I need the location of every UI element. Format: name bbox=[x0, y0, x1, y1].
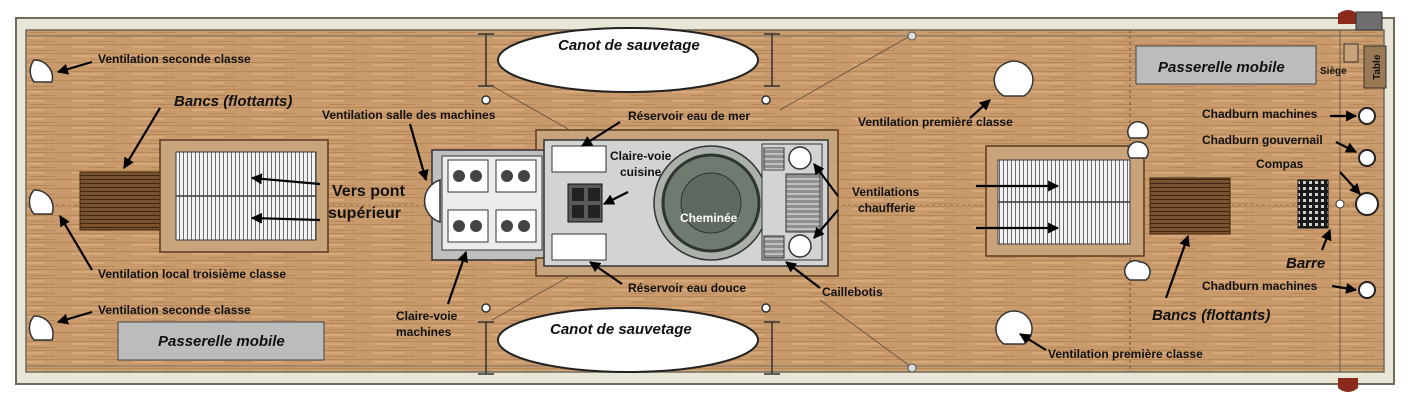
label-bancs-left: Bancs (flottants) bbox=[174, 93, 292, 110]
label-claire-voie-machines-1: Claire-voie bbox=[396, 309, 458, 323]
stove-burners bbox=[447, 159, 537, 243]
label-passerelle-top: Passerelle mobile bbox=[1158, 59, 1285, 76]
label-chadburn-machines-top: Chadburn machines bbox=[1202, 107, 1318, 121]
label-claire-voie-cuisine-2: cuisine bbox=[620, 165, 662, 179]
helm bbox=[1297, 179, 1329, 229]
chadburn-engine-bottom bbox=[1358, 281, 1376, 299]
label-vent-engine-room: Ventilation salle des machines bbox=[322, 108, 496, 122]
label-chadburn-machines-bottom: Chadburn machines bbox=[1202, 279, 1318, 293]
label-siege: Siège bbox=[1320, 66, 1347, 77]
label-ventilations-chaufferie-2: chaufferie bbox=[858, 201, 916, 215]
label-vers-pont-1: Vers pont bbox=[332, 183, 406, 200]
label-ventilations-chaufferie-1: Ventilations bbox=[852, 185, 920, 199]
bench-left bbox=[79, 171, 161, 231]
label-claire-voie-machines-2: machines bbox=[396, 325, 452, 339]
label-table: Table bbox=[1372, 54, 1383, 80]
chadburn-rudder bbox=[1358, 149, 1376, 167]
boiler-vent-top bbox=[788, 146, 812, 170]
label-barre: Barre bbox=[1286, 255, 1325, 272]
label-vent-local-third: Ventilation local troisième classe bbox=[98, 267, 286, 281]
lifeboat-bottom bbox=[497, 307, 759, 373]
table-box bbox=[1363, 45, 1387, 89]
label-caillebotis: Caillebotis bbox=[822, 285, 883, 299]
label-reservoir-douce: Réservoir eau douce bbox=[628, 281, 746, 295]
label-vers-pont-2: supérieur bbox=[328, 205, 401, 222]
label-reservoir-mer: Réservoir eau de mer bbox=[628, 109, 750, 123]
davits bbox=[478, 33, 780, 375]
labels: Ventilation seconde classe Bancs (flotta… bbox=[98, 37, 1383, 361]
fresh-water-tank bbox=[551, 233, 607, 261]
label-passerelle-bottom: Passerelle mobile bbox=[158, 333, 285, 350]
label-cheminee: Cheminée bbox=[680, 211, 738, 225]
bow-trim-bottom bbox=[1338, 378, 1358, 392]
label-chadburn-gouvernail: Chadburn gouvernail bbox=[1202, 133, 1323, 147]
end-post bbox=[1355, 11, 1383, 31]
label-bancs-right: Bancs (flottants) bbox=[1152, 307, 1270, 324]
bench-right bbox=[1149, 177, 1231, 235]
boiler-vent-bottom bbox=[788, 234, 812, 258]
seat-box bbox=[1343, 43, 1359, 63]
passerelle-bottom-box bbox=[117, 321, 325, 361]
compass bbox=[1355, 192, 1379, 216]
pointer-arrows bbox=[56, 60, 1361, 351]
chadburn-engine-top bbox=[1358, 107, 1376, 125]
label-vent-first-bottom: Ventilation première classe bbox=[1048, 347, 1203, 361]
sea-water-tank bbox=[551, 145, 607, 173]
bow-trim-top bbox=[1338, 10, 1358, 24]
lifeboat-top bbox=[497, 27, 759, 93]
passerelle-top-box bbox=[1135, 45, 1317, 85]
label-claire-voie-cuisine-1: Claire-voie bbox=[610, 149, 672, 163]
label-vent-second-bottom: Ventilation seconde classe bbox=[98, 303, 251, 317]
label-canot-top: Canot de sauvetage bbox=[558, 37, 700, 54]
engine-room-vent bbox=[423, 178, 441, 224]
label-vent-first-top: Ventilation première classe bbox=[858, 115, 1013, 129]
label-compas: Compas bbox=[1256, 157, 1304, 171]
label-canot-bottom: Canot de sauvetage bbox=[550, 321, 692, 338]
label-vent-second-top: Ventilation seconde classe bbox=[98, 52, 251, 66]
